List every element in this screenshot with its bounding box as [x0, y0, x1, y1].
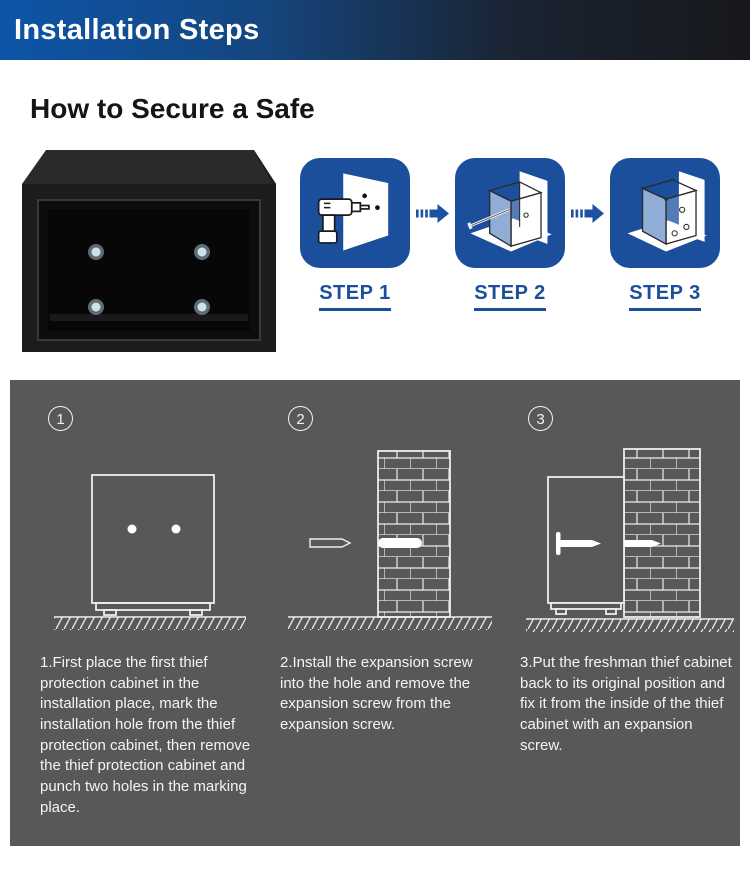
step-number-badge: 3 [528, 406, 553, 431]
next-step-arrow-icon [410, 201, 455, 226]
section-heading: How to Secure a Safe [30, 93, 315, 124]
hero-row: STEP 1 [0, 146, 750, 361]
step-number-badge: 1 [48, 406, 73, 431]
step2-tile [455, 158, 565, 268]
fix-cabinet-illustration [526, 448, 734, 632]
step-number-badge: 2 [288, 406, 313, 431]
banner: Installation Steps [0, 0, 750, 60]
mark-holes-illustration [54, 474, 246, 630]
step-block-3: STEP 3 [610, 158, 720, 311]
anchor-screw-into-box-icon [467, 171, 552, 252]
step2-label: STEP 2 [474, 282, 546, 311]
page-title: Installation Steps [14, 13, 260, 46]
instruction-text: 1.First place the first thief protection… [40, 654, 251, 816]
step-block-1: STEP 1 [300, 158, 410, 311]
drill-into-wall-icon [317, 173, 389, 251]
instruction-column-2: 2 2.Install the expansion screw into the… [280, 406, 500, 846]
instruction-text: 2.Install the expansion screw into the h… [280, 654, 473, 734]
step-block-2: STEP 2 [455, 158, 565, 311]
box-fixed-to-wall-icon [627, 171, 707, 252]
insert-anchor-illustration [288, 450, 492, 630]
instruction-column-1: 1 1.First place the first thi [40, 406, 260, 846]
instruction-text: 3.Put the freshman thief cabinet back to… [520, 654, 732, 754]
step1-tile [300, 158, 410, 268]
step3-label: STEP 3 [629, 282, 701, 311]
safe-product-image [22, 150, 276, 352]
instructions-panel: 1 1.First place the first thi [10, 380, 740, 846]
step3-tile [610, 158, 720, 268]
instruction-column-3: 3 [520, 406, 740, 846]
next-step-arrow-icon [565, 201, 610, 226]
mounting-holes [88, 244, 210, 315]
step1-label: STEP 1 [319, 282, 391, 311]
steps-row: STEP 1 [300, 158, 720, 311]
